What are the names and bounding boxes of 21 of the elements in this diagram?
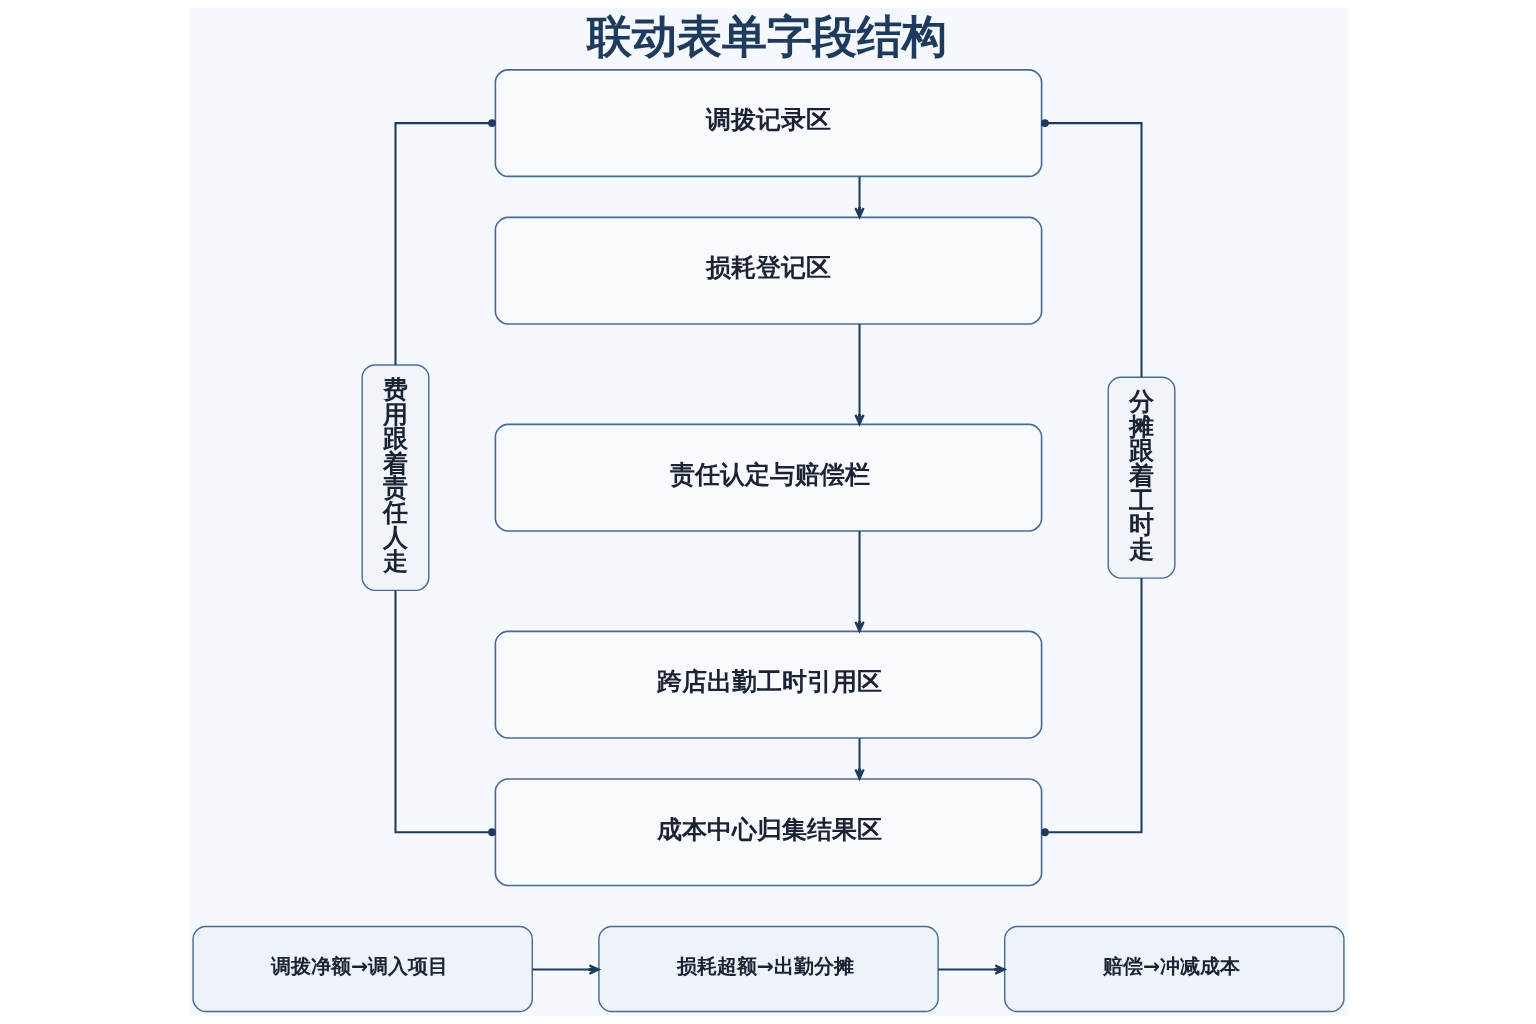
arrow xyxy=(853,324,865,426)
arrow xyxy=(531,964,600,975)
connector xyxy=(1040,578,1143,837)
node-box: 赔偿→冲减成本 xyxy=(1003,925,1345,1013)
arrow xyxy=(853,531,865,633)
arrow xyxy=(937,964,1006,975)
diagram-title: 联动表单字段结构 xyxy=(586,9,947,63)
node-box: 责任认定与赔偿栏 xyxy=(494,423,1042,532)
node-box: 费用跟着责任人走 xyxy=(360,364,429,592)
connector xyxy=(393,590,496,837)
arrow xyxy=(853,738,865,780)
connector xyxy=(393,119,496,365)
node-box: 调拨记录区 xyxy=(494,69,1042,178)
node-box: 跨店出勤工时引用区 xyxy=(494,630,1042,739)
node-box: 调拨净额→调入项目 xyxy=(191,925,533,1013)
node-box: 成本中心归集结果区 xyxy=(494,778,1042,887)
arrow xyxy=(853,176,865,219)
node-box: 分摊跟着工时走 xyxy=(1107,376,1176,579)
node-box: 损耗登记区 xyxy=(494,216,1042,325)
connector xyxy=(1040,119,1143,378)
node-box: 损耗超额→出勤分摊 xyxy=(597,925,939,1013)
